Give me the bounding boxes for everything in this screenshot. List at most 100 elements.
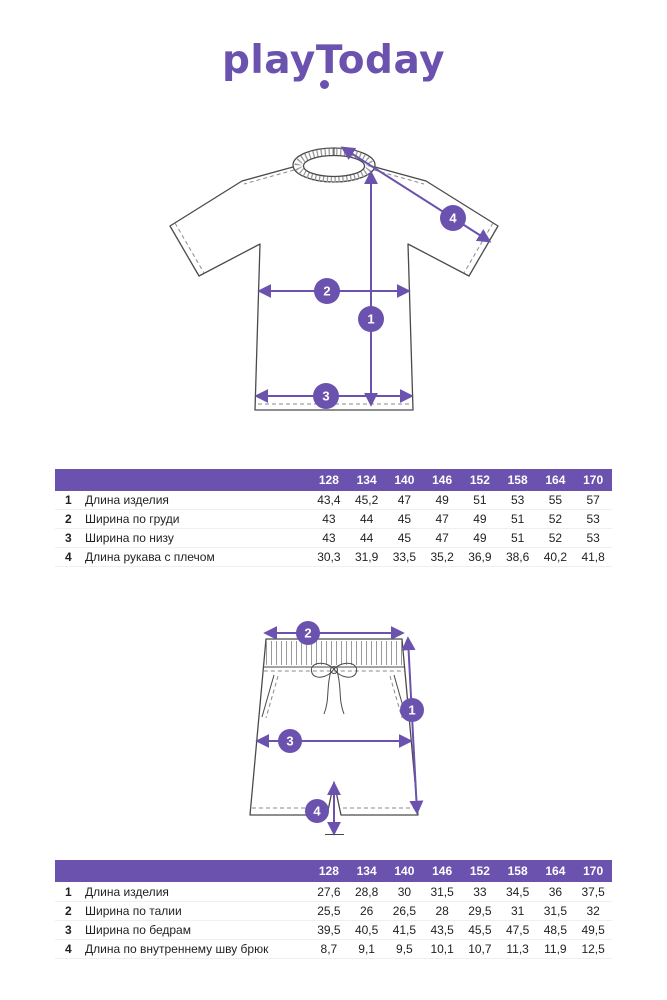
cell-value: 52 — [536, 528, 575, 549]
cell-value: 10,7 — [461, 939, 499, 959]
brand-logo-text: playToday — [222, 38, 445, 83]
cell-value: 53 — [574, 528, 612, 549]
cell-value: 11,9 — [536, 939, 575, 959]
logo-dot-icon — [320, 79, 330, 89]
table-row: 3 Ширина по низу 43 44 45 47 49 51 52 53 — [55, 528, 612, 549]
size-col-header: 164 — [536, 860, 575, 883]
cell-value: 31,9 — [347, 547, 386, 568]
measure-marker-4-label: 4 — [313, 804, 321, 819]
cell-value: 36 — [536, 882, 575, 902]
size-col-header: 134 — [347, 860, 386, 883]
measure-marker-3 — [312, 382, 339, 409]
row-label: Ширина по талии — [85, 901, 310, 921]
cell-value: 53 — [498, 490, 537, 511]
cell-value: 28 — [423, 901, 461, 921]
size-col-header: 146 — [423, 468, 461, 491]
sleeve-hem-left — [174, 222, 204, 274]
row-number: 1 — [55, 490, 85, 511]
cell-value: 31,5 — [536, 901, 575, 921]
table-row: 3 Ширина по бедрам 39,5 40,5 41,5 43,5 4… — [55, 920, 612, 940]
cell-value: 41,8 — [574, 547, 612, 568]
size-col-header: 164 — [536, 468, 575, 491]
measure-marker-3-label: 3 — [286, 734, 293, 749]
cell-value: 51 — [498, 509, 537, 530]
table-row: 1 Длина изделия 27,6 28,8 30 31,5 33 34,… — [55, 882, 612, 902]
cell-value: 33,5 — [385, 547, 424, 568]
size-col-header: 146 — [423, 860, 461, 883]
cell-value: 45 — [385, 509, 424, 530]
drawstring-knot — [329, 666, 338, 675]
pocket-left-stitch — [265, 676, 278, 719]
cell-value: 55 — [536, 490, 575, 511]
measure-marker-1-label: 1 — [367, 311, 374, 326]
cell-value: 48,5 — [536, 920, 575, 940]
row-number: 2 — [55, 509, 85, 530]
size-header-corner — [55, 860, 310, 883]
cell-value: 38,6 — [498, 547, 537, 568]
tshirt-size-header-row: 128 134 140 146 152 158 164 170 — [55, 468, 612, 491]
cell-value: 9,1 — [347, 939, 386, 959]
measure-marker-4 — [439, 204, 466, 231]
row-number: 4 — [55, 547, 85, 568]
cell-value: 10,1 — [423, 939, 461, 959]
cell-value: 28,8 — [347, 882, 386, 902]
cell-value: 30 — [385, 882, 424, 902]
cell-value: 49 — [423, 490, 461, 511]
cell-value: 47 — [385, 490, 424, 511]
cell-value: 25,5 — [310, 901, 348, 921]
brand-logo: playToday — [222, 38, 445, 89]
cell-value: 8,7 — [310, 939, 348, 959]
row-label: Ширина по груди — [85, 509, 310, 530]
table-row: 2 Ширина по груди 43 44 45 47 49 51 52 5… — [55, 509, 612, 530]
tshirt-size-table: 128 134 140 146 152 158 164 170 1 Длина … — [55, 468, 612, 568]
cell-value: 30,3 — [310, 547, 348, 568]
cell-value: 49,5 — [574, 920, 612, 940]
drawstring-tail-left — [323, 671, 331, 715]
size-col-header: 134 — [347, 468, 386, 491]
pocket-left — [261, 675, 274, 718]
measure-marker-1-label: 1 — [408, 703, 415, 718]
cell-value: 51 — [461, 490, 499, 511]
cell-value: 35,2 — [423, 547, 461, 568]
cell-value: 9,5 — [385, 939, 424, 959]
row-number: 3 — [55, 528, 85, 549]
table-row: 1 Длина изделия 43,4 45,2 47 49 51 53 55… — [55, 490, 612, 511]
measure-marker-2 — [295, 621, 320, 646]
table-row: 4 Длина рукава с плечом 30,3 31,9 33,5 3… — [55, 547, 612, 568]
measure-marker-3-label: 3 — [322, 388, 329, 403]
size-col-header: 140 — [385, 468, 424, 491]
table-row: 4 Длина по внутреннему шву брюк 8,7 9,1 … — [55, 939, 612, 959]
measure-marker-1 — [399, 698, 424, 723]
measure-arrow-4 — [340, 146, 491, 243]
cell-value: 53 — [574, 509, 612, 530]
row-label: Ширина по низу — [85, 528, 310, 549]
row-number: 2 — [55, 901, 85, 921]
size-col-header: 152 — [461, 468, 499, 491]
collar-inner — [302, 154, 365, 178]
cell-value: 29,5 — [461, 901, 499, 921]
cell-value: 43 — [310, 528, 348, 549]
cell-value: 44 — [347, 528, 386, 549]
measure-marker-4 — [304, 799, 329, 824]
tshirt-drawing: 1 2 3 4 — [168, 146, 499, 411]
measure-marker-2 — [313, 277, 340, 304]
measure-marker-2-label: 2 — [304, 626, 311, 641]
cell-value: 11,3 — [498, 939, 537, 959]
size-col-header: 140 — [385, 860, 424, 883]
cell-value: 31 — [498, 901, 537, 921]
size-col-header: 158 — [498, 860, 537, 883]
cell-value: 49 — [461, 528, 499, 549]
cell-value: 45 — [385, 528, 424, 549]
cell-value: 12,5 — [574, 939, 612, 959]
size-col-header: 170 — [574, 468, 612, 491]
shorts-drawing: 2 1 3 4 — [248, 621, 424, 837]
size-col-header: 158 — [498, 468, 537, 491]
size-col-header: 170 — [574, 860, 612, 883]
cell-value: 57 — [574, 490, 612, 511]
row-number: 4 — [55, 939, 85, 959]
cell-value: 39,5 — [310, 920, 348, 940]
size-col-header: 152 — [461, 860, 499, 883]
cell-value: 36,9 — [461, 547, 499, 568]
cell-value: 27,6 — [310, 882, 348, 902]
measure-marker-2-label: 2 — [323, 283, 330, 298]
